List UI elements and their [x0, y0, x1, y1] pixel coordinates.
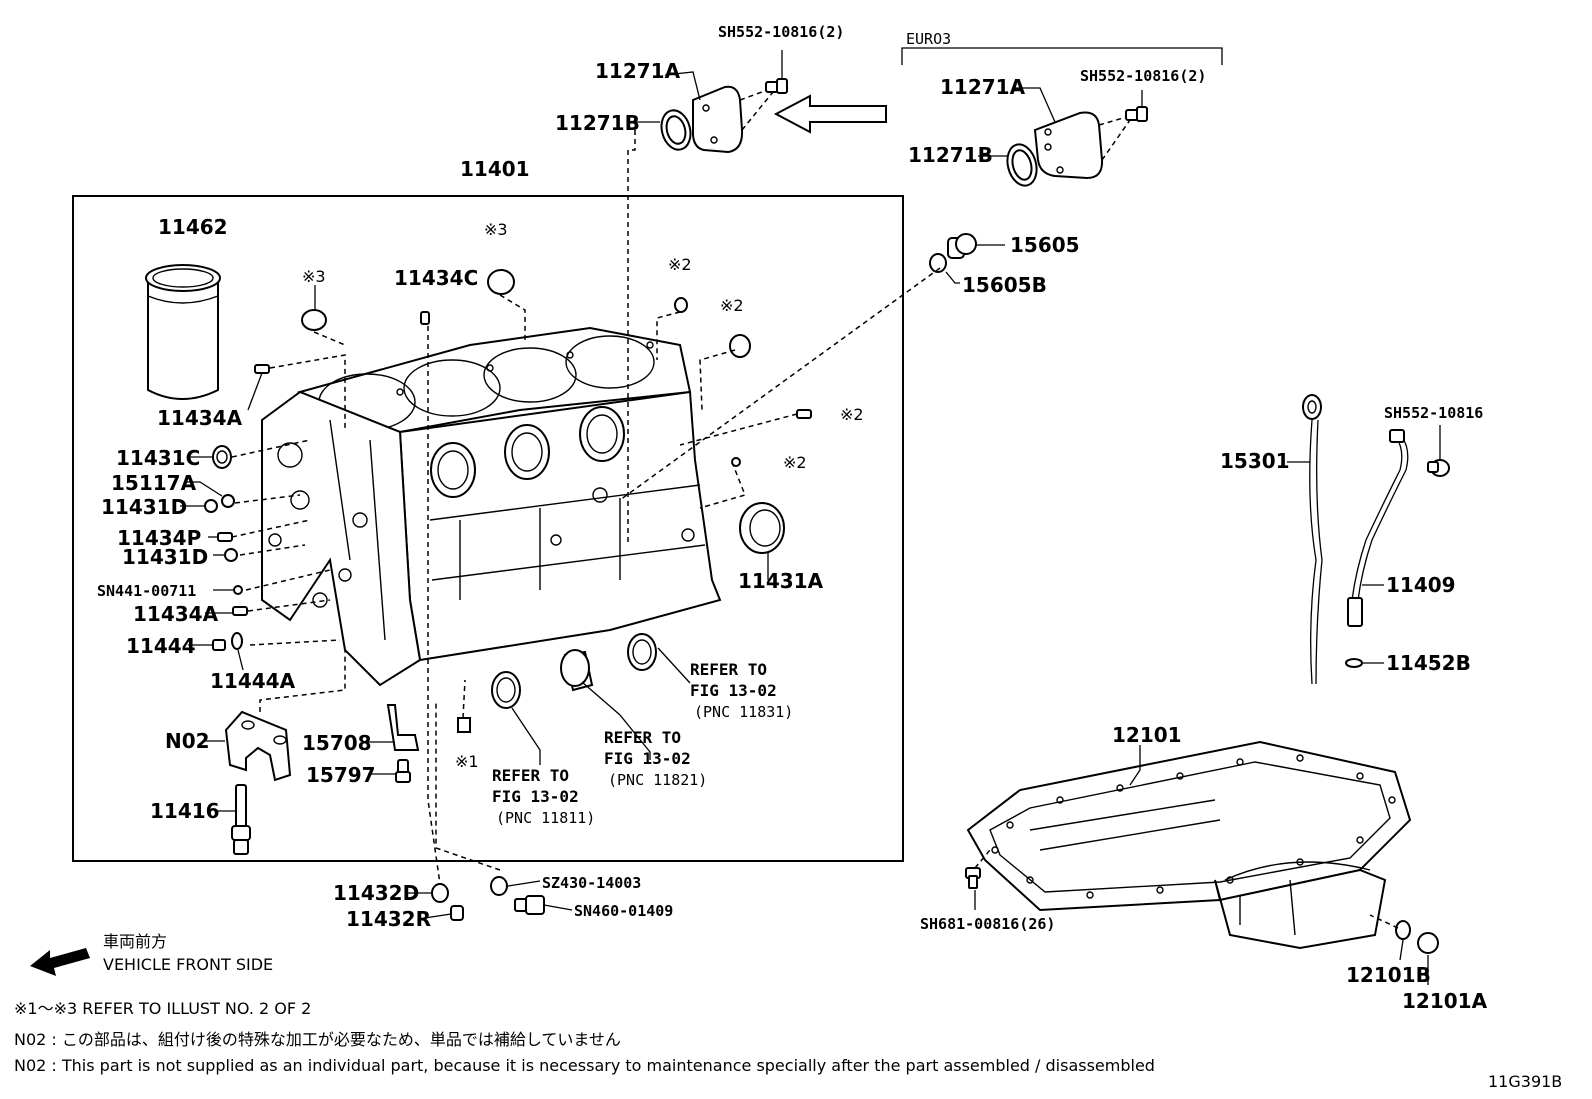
label-11432d: 11432D — [333, 881, 419, 905]
label-11416: 11416 — [150, 799, 220, 823]
n02-note-en: N02 : This part is not supplied as an in… — [14, 1056, 1155, 1075]
refer-block-11811: REFER TO FIG 13-02 (PNC 11811) — [492, 766, 595, 827]
pan-bolt-sh681 — [965, 867, 981, 889]
label-12101b: 12101B — [1346, 963, 1431, 987]
label-11434p: 11434P — [117, 526, 201, 550]
svg-text:FIG 13-02: FIG 13-02 — [690, 681, 777, 700]
label-11452b: 11452B — [1386, 651, 1471, 675]
label-sz430: SZ430-14003 — [542, 874, 641, 892]
svg-text:(PNC 11811): (PNC 11811) — [496, 809, 595, 827]
svg-text:FIG 13-02: FIG 13-02 — [604, 749, 691, 768]
label-11271b-left: 11271B — [555, 111, 640, 135]
refer-block-11821: REFER TO FIG 13-02 (PNC 11821) — [604, 728, 707, 789]
label-12101a: 12101A — [1402, 989, 1488, 1013]
label-euro3: EURO3 — [906, 30, 951, 48]
label-n02: N02 — [165, 729, 210, 753]
oil-pan-12101 — [966, 740, 1412, 950]
label-11462: 11462 — [158, 215, 228, 239]
label-11432r: 11432R — [346, 907, 431, 931]
bearing-11831 — [627, 633, 657, 671]
plug-11432r — [450, 905, 464, 921]
label-11431c: 11431C — [116, 446, 200, 470]
label-11271b-right: 11271B — [908, 143, 993, 167]
svg-text:(PNC 11821): (PNC 11821) — [608, 771, 707, 789]
label-mark3-b: ※3 — [484, 220, 508, 239]
vehicle-front-en: VEHICLE FRONT SIDE — [103, 955, 273, 974]
cylinder-liner — [145, 264, 221, 400]
rear-cover-plate-left — [660, 50, 788, 154]
label-15605: 15605 — [1010, 233, 1080, 257]
assembly-dashes — [231, 130, 1399, 929]
bearing-11821 — [560, 649, 594, 692]
svg-text:REFER TO: REFER TO — [604, 728, 681, 747]
label-11271a-left: 11271A — [595, 59, 681, 83]
small-parts — [204, 269, 812, 855]
label-11431a: 11431A — [738, 569, 824, 593]
seal-11432d — [431, 883, 449, 903]
drain-plug-12101a — [1417, 932, 1439, 954]
label-sh552-euro3: SH552-10816(2) — [1080, 67, 1206, 85]
label-11434c: 11434C — [394, 266, 478, 290]
label-11434a-bottom: 11434A — [133, 602, 219, 626]
label-sn441: SN441-00711 — [97, 582, 196, 600]
label-mark2-d: ※2 — [783, 453, 807, 472]
diagram-id: 11G391B — [1488, 1072, 1562, 1091]
plug-sn460 — [514, 895, 545, 915]
label-mark1: ※1 — [455, 752, 479, 771]
label-mark3-a: ※3 — [302, 267, 326, 286]
legend: 車両前方 VEHICLE FRONT SIDE ※1～※3 REFER TO I… — [14, 932, 1562, 1091]
label-11431d-a: 11431D — [101, 495, 187, 519]
label-15117a: 15117A — [111, 471, 197, 495]
label-11444: 11444 — [126, 634, 196, 658]
direction-arrow — [773, 94, 887, 134]
cylinder-block — [261, 326, 722, 687]
svg-text:FIG 13-02: FIG 13-02 — [492, 787, 579, 806]
bearing-11811 — [491, 671, 521, 709]
vehicle-front-arrow-icon — [30, 948, 90, 976]
label-15605b: 15605B — [962, 273, 1047, 297]
leader-lines — [180, 71, 1441, 985]
label-sh552-gauge: SH552-10816 — [1384, 404, 1483, 422]
label-11401: 11401 — [460, 157, 530, 181]
label-sh552-top: SH552-10816(2) — [718, 23, 844, 41]
label-12101: 12101 — [1112, 723, 1182, 747]
label-sn460: SN460-01409 — [574, 902, 673, 920]
n02-note-jp: N02 : この部品は、組付け後の特殊な加工が必要なため、単品では補給していませ… — [14, 1030, 621, 1049]
label-mark2-c: ※2 — [840, 405, 864, 424]
gasket-sz430 — [490, 876, 508, 896]
label-mark2-a: ※2 — [668, 255, 692, 274]
refer-illust-note: ※1～※3 REFER TO ILLUST NO. 2 OF 2 — [14, 999, 311, 1018]
label-11444a: 11444A — [210, 669, 296, 693]
drain-plug-15605 — [929, 233, 977, 273]
svg-text:REFER TO: REFER TO — [690, 660, 767, 679]
label-11409: 11409 — [1386, 573, 1456, 597]
o-ring-11452b — [1345, 658, 1363, 668]
euro3-bracket — [901, 47, 1223, 65]
label-15301: 15301 — [1220, 449, 1290, 473]
label-mark2-b: ※2 — [720, 296, 744, 315]
label-11434a-top: 11434A — [157, 406, 243, 430]
label-11271a-right: 11271A — [940, 75, 1026, 99]
dipstick-15301 — [1302, 394, 1323, 685]
label-11431d-b: 11431D — [122, 545, 208, 569]
refer-block-11831: REFER TO FIG 13-02 (PNC 11831) — [690, 660, 793, 721]
svg-text:(PNC 11831): (PNC 11831) — [694, 703, 793, 721]
rear-cover-plate-euro3 — [1006, 90, 1148, 187]
cylinder-block-frame — [72, 195, 904, 862]
svg-text:REFER TO: REFER TO — [492, 766, 569, 785]
gasket-12101b — [1395, 920, 1411, 940]
label-15708: 15708 — [302, 731, 372, 755]
part-labels: SH552-10816(2) EURO3 11271A 11271B 11271… — [97, 23, 1488, 1013]
dipstick-guide-11409 — [1347, 429, 1450, 627]
label-15797: 15797 — [306, 763, 376, 787]
vehicle-front-jp: 車両前方 — [103, 932, 167, 951]
label-sh681: SH681-00816(26) — [920, 915, 1055, 933]
